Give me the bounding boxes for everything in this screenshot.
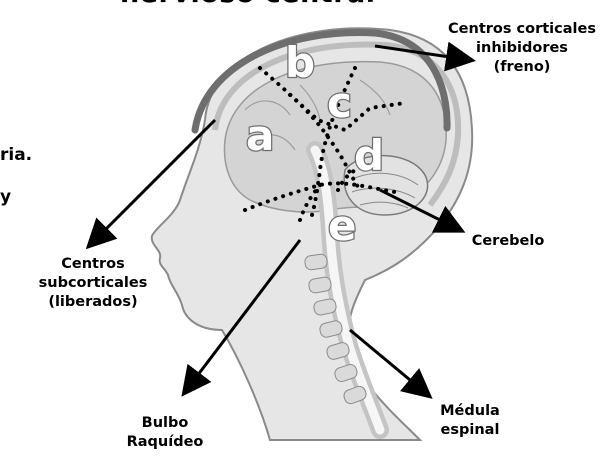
region-letter-b: b	[285, 38, 315, 87]
label-cortical-centers: Centros corticales inhibidores (freno)	[430, 20, 614, 77]
left-fragment-2: y	[0, 187, 11, 207]
label-line: subcorticales	[18, 274, 168, 293]
region-letter-d: d	[354, 131, 384, 180]
label-cerebelo: Cerebelo	[448, 232, 568, 251]
label-line: (freno)	[430, 58, 614, 77]
label-line: Cerebelo	[448, 232, 568, 251]
label-line: (liberados)	[18, 293, 168, 312]
label-subcortical-centers: Centros subcorticales (liberados)	[18, 255, 168, 312]
left-fragment-1: ria.	[0, 145, 32, 165]
label-line: Raquídeo	[105, 433, 225, 452]
label-line: Bulbo	[105, 414, 225, 433]
region-letter-c: c	[327, 78, 352, 127]
region-letter-a: a	[246, 111, 274, 160]
label-bulbo-raquideo: Bulbo Raquídeo	[105, 414, 225, 452]
label-line: inhibidores	[430, 39, 614, 58]
region-letter-e: e	[328, 201, 357, 250]
label-line: Médula	[410, 402, 530, 421]
label-medula-espinal: Médula espinal	[410, 402, 530, 440]
title-fragment: nervioso central	[120, 0, 376, 9]
label-line: Centros	[18, 255, 168, 274]
label-line: Centros corticales	[430, 20, 614, 39]
label-line: espinal	[410, 421, 530, 440]
